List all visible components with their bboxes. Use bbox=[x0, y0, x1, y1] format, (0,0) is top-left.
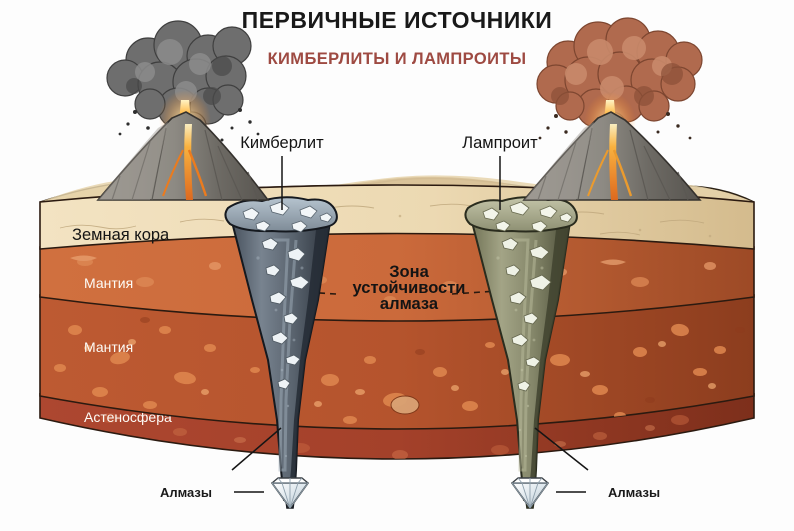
volcano-right bbox=[522, 17, 703, 201]
label-diamonds-left: Алмазы bbox=[160, 485, 212, 500]
stability-zone-line1: Зона bbox=[389, 263, 429, 281]
volcano-left bbox=[96, 20, 270, 201]
stability-zone-line3: алмаза bbox=[380, 295, 439, 313]
diamond-left: Алмазы bbox=[160, 427, 309, 509]
callout-kimberlite: Кимберлит bbox=[240, 134, 324, 210]
page-subtitle: КИМБЕРЛИТЫ И ЛАМПРОИТЫ bbox=[268, 50, 527, 68]
page-title: ПЕРВИЧНЫЕ ИСТОЧНИКИ bbox=[242, 7, 553, 33]
label-diamonds-right: Алмазы bbox=[608, 485, 660, 500]
label-lamproite: Лампроит bbox=[462, 134, 538, 152]
callout-lamproite: Лампроит bbox=[462, 134, 538, 210]
earth-cross-section-block: Астеносфера bbox=[39, 175, 755, 460]
diamond-right: Алмазы bbox=[511, 427, 660, 509]
layer-upper-mantle: Мантия bbox=[39, 230, 755, 322]
layer-label-crust: Земная кора bbox=[72, 226, 170, 244]
lamproite-pipe[interactable] bbox=[464, 196, 578, 509]
layer-label-lower-mantle: Мантия bbox=[84, 339, 133, 355]
layer-label-upper-mantle: Мантия bbox=[84, 275, 133, 291]
label-kimberlite: Кимберлит bbox=[240, 134, 324, 152]
stability-zone-line2: устойчивости bbox=[353, 279, 466, 297]
